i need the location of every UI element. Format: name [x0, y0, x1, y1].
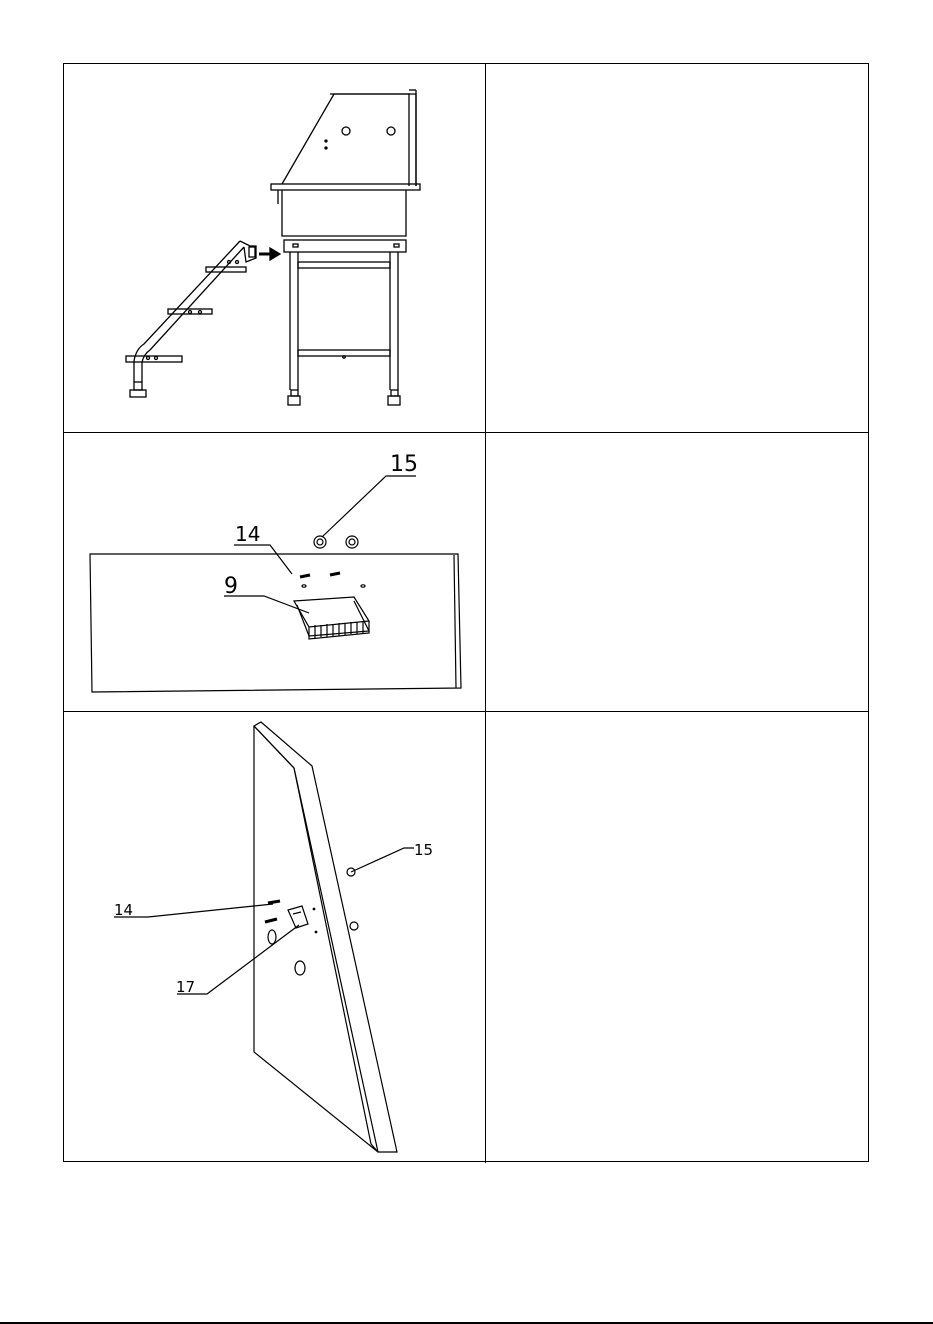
callout-label: 14 — [114, 901, 133, 919]
tub-with-stairs-drawing — [64, 64, 486, 432]
table-row: 15 14 9 — [64, 432, 868, 711]
callout-label: 15 — [414, 841, 433, 859]
table-row: 15 14 17 — [64, 711, 868, 1163]
callout-label: 9 — [224, 574, 238, 599]
callout-label: 17 — [176, 978, 195, 996]
basket-mount-drawing: 15 14 9 — [64, 433, 486, 712]
hook-mount-drawing: 15 14 17 — [64, 712, 486, 1164]
instruction-table: 15 14 9 — [63, 63, 869, 1162]
callout-label: 15 — [390, 452, 418, 477]
instruction-text-cell — [486, 64, 868, 432]
instruction-text-cell — [486, 712, 868, 1163]
figure-cell-hook: 15 14 17 — [64, 712, 486, 1163]
callout-label: 14 — [235, 522, 260, 546]
instruction-text-cell — [486, 433, 868, 711]
figure-cell-stairs — [64, 64, 486, 432]
figure-cell-basket: 15 14 9 — [64, 433, 486, 711]
table-row — [64, 64, 868, 432]
